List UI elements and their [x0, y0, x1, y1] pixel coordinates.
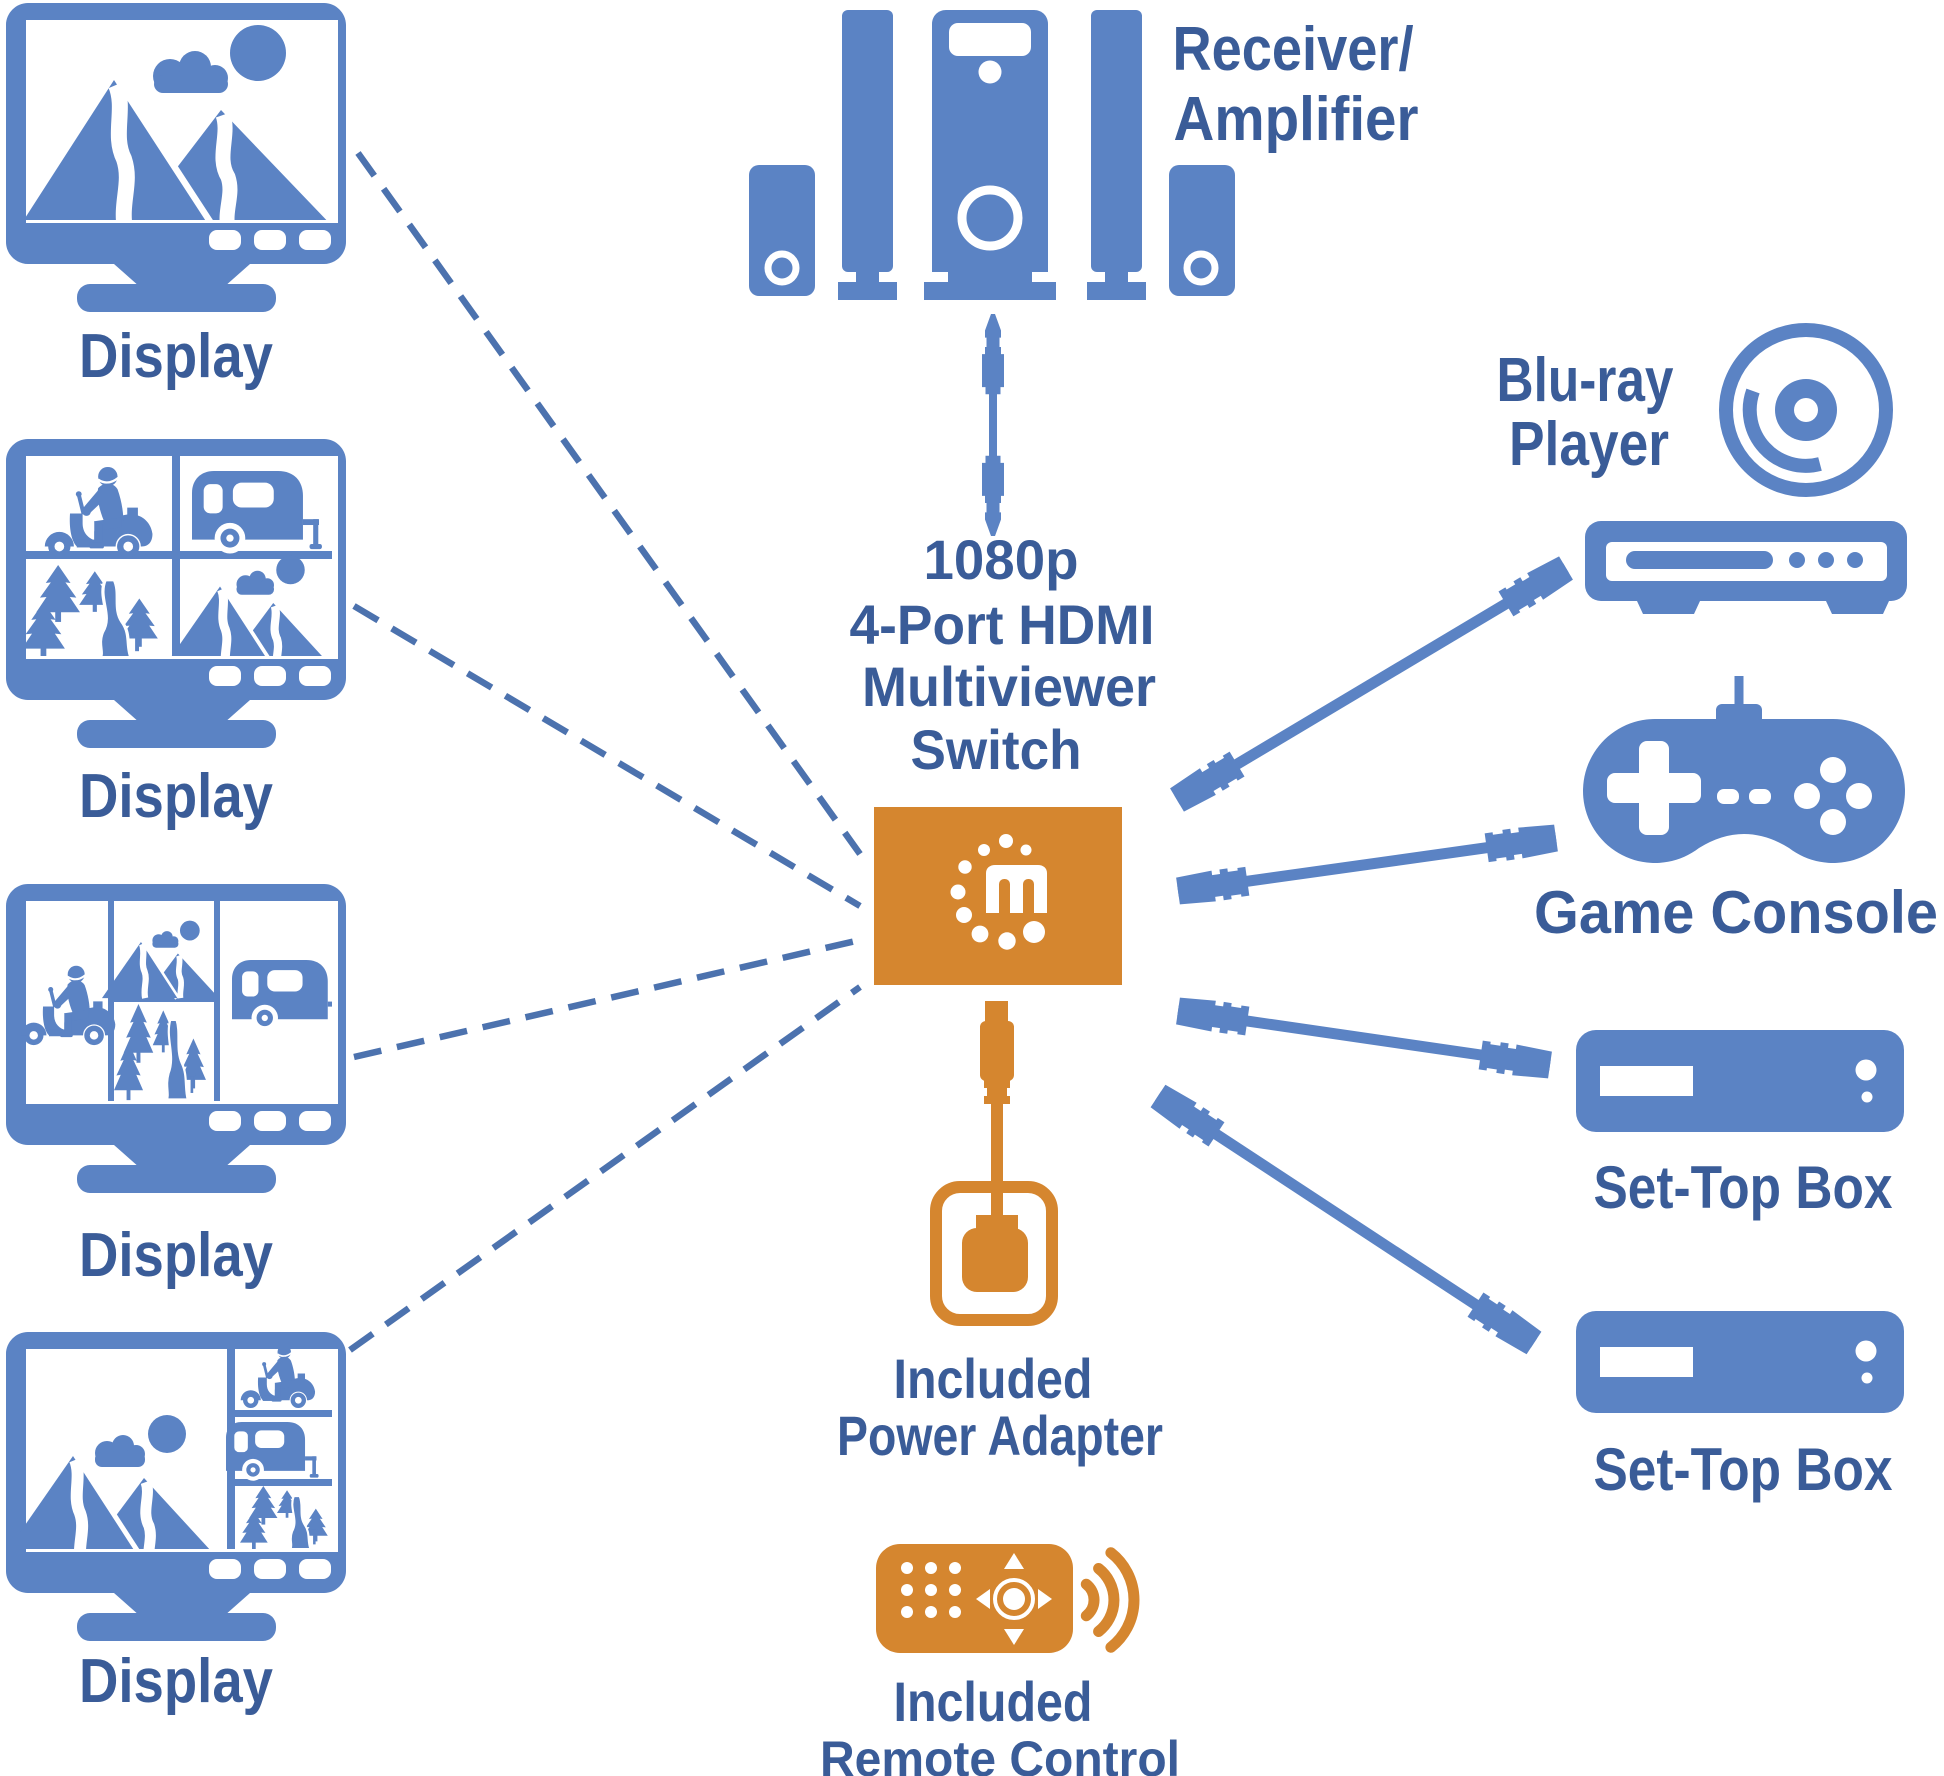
svg-text:Display: Display [79, 762, 273, 831]
svg-text:4-Port HDMI: 4-Port HDMI [850, 593, 1155, 656]
svg-text:Switch: Switch [911, 718, 1082, 781]
svg-text:Set-Top Box: Set-Top Box [1594, 1436, 1893, 1503]
svg-text:Display: Display [79, 1221, 273, 1290]
svg-text:Player: Player [1509, 410, 1669, 479]
svg-text:1080p: 1080p [924, 528, 1079, 591]
svg-text:Included: Included [894, 1670, 1093, 1733]
svg-text:Blu-ray: Blu-ray [1497, 346, 1674, 415]
svg-text:Set-Top Box: Set-Top Box [1594, 1154, 1893, 1221]
svg-text:Power Adapter: Power Adapter [837, 1404, 1163, 1467]
svg-text:Included: Included [894, 1347, 1093, 1410]
svg-text:Game Console: Game Console [1534, 879, 1938, 946]
svg-text:Display: Display [79, 322, 273, 391]
svg-text:Amplifier: Amplifier [1174, 85, 1419, 154]
svg-text:Remote Control: Remote Control [820, 1731, 1180, 1776]
svg-text:Multiviewer: Multiviewer [862, 655, 1156, 718]
svg-text:Receiver/: Receiver/ [1173, 15, 1414, 84]
svg-text:Display: Display [79, 1647, 273, 1716]
